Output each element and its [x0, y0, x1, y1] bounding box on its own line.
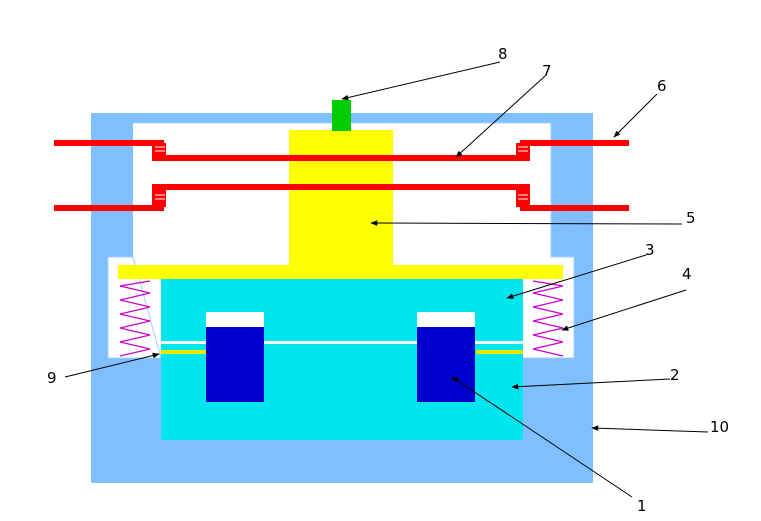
contact-terminal-lines	[155, 146, 528, 200]
shading-ring-left	[161, 350, 206, 354]
leader-4	[561, 289, 687, 331]
coil-right	[417, 327, 475, 402]
leader-9	[64, 352, 160, 378]
label-5: 5	[686, 209, 696, 227]
shading-ring-right	[476, 350, 523, 354]
leader-1	[451, 376, 633, 498]
coil-left	[206, 327, 264, 402]
armature-stem	[289, 130, 393, 266]
leader-5	[370, 220, 683, 226]
label-6: 6	[657, 77, 667, 95]
armature-plate	[118, 265, 563, 279]
label-3: 3	[645, 241, 655, 259]
moving-contact-lower	[152, 184, 530, 190]
label-4: 4	[682, 265, 692, 283]
moving-contact-upper	[152, 155, 530, 161]
core-gap	[161, 341, 523, 344]
spring-left	[119, 280, 151, 357]
leader-7	[455, 75, 546, 158]
leader-3	[506, 254, 647, 299]
label-8: 8	[498, 45, 508, 63]
label-7: 7	[542, 62, 552, 80]
leader-10	[591, 425, 709, 433]
leader-6	[613, 93, 658, 138]
push-button	[332, 100, 351, 131]
leader-8	[341, 61, 501, 101]
label-10: 10	[710, 418, 729, 436]
label-2: 2	[670, 366, 680, 384]
spring-right	[532, 280, 564, 357]
housing-shell	[91, 113, 593, 483]
label-1: 1	[637, 497, 647, 515]
leader-2	[511, 378, 671, 390]
leader-lines	[64, 61, 709, 498]
label-9: 9	[47, 369, 57, 387]
